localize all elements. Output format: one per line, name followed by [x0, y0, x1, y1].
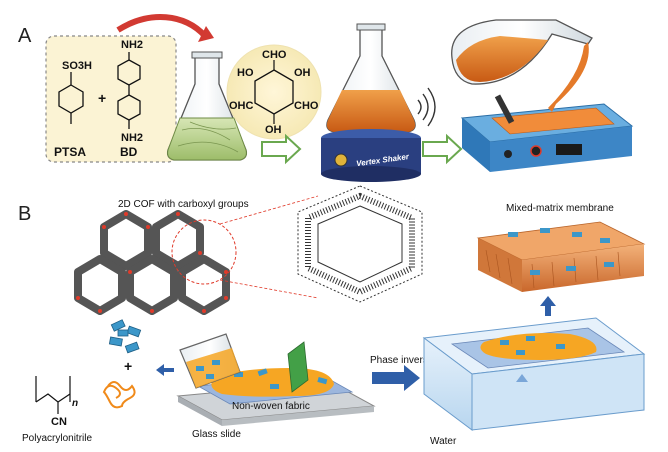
casting-device [460, 94, 634, 172]
transfer-arrow-head [198, 26, 214, 42]
blue-arrow-to-cast [156, 364, 174, 376]
aldehyde-oh-bottom: OH [265, 124, 282, 136]
cof-pore-structure [297, 185, 423, 303]
aldehyde-ho-left: HO [237, 67, 254, 79]
cof-lattice-dots [76, 212, 228, 313]
ptsa-label: PTSA [54, 145, 86, 159]
vortex-shaker: Vertex Shaker [321, 23, 421, 182]
mixing-beaker [179, 333, 241, 389]
polymer-coil [102, 381, 136, 409]
water-label: Water [430, 436, 457, 447]
mixed-matrix-membrane [476, 221, 646, 292]
aldehyde-oh-right: OH [294, 67, 311, 79]
vibration-waves [417, 87, 436, 127]
phase-inversion-arrow [372, 365, 420, 391]
reagent-box: SO3H + NH2 NH2 PTSA BD [45, 35, 177, 163]
green-arrow-2 [422, 133, 463, 165]
pan-label: Polyacrylonitrile [22, 433, 92, 444]
membrane-label: Mixed-matrix membrane [506, 203, 614, 214]
cof-lattice [74, 210, 230, 315]
panel-a-label: A [18, 25, 32, 47]
phase-inversion-label: Phase inversion [370, 355, 441, 366]
aldehyde-cho-right: CHO [294, 100, 319, 112]
reagent-plus: + [98, 90, 106, 106]
mix-plus: + [124, 358, 132, 374]
aldehyde-ohc-left: OHC [229, 100, 254, 112]
zoom-line-top [219, 195, 319, 225]
amine-bottom-label: NH2 [121, 132, 143, 144]
amine-top-label: NH2 [121, 39, 143, 51]
pan-structure [35, 376, 71, 414]
aldehyde-monomer [226, 44, 322, 140]
cof-label: 2D COF with carboxyl groups [118, 199, 249, 210]
bd-structure [117, 52, 141, 129]
blue-arrow-up [540, 296, 556, 316]
pouring-flask [451, 19, 593, 112]
ptsa-structure [58, 72, 84, 124]
casting-setup [176, 341, 376, 426]
pan-cn-label: CN [51, 416, 67, 428]
glass-label: Glass slide [192, 429, 241, 440]
sulfonic-group-label: SO3H [62, 60, 92, 72]
aldehyde-cho-top: CHO [262, 49, 287, 61]
cof-crystals [108, 319, 142, 354]
panel-b-label: B [18, 203, 31, 225]
pan-subscript: n [72, 398, 78, 409]
green-arrow-1 [261, 133, 302, 165]
zoom-circle [171, 219, 237, 285]
bd-label: BD [120, 145, 138, 159]
reaction-flask [166, 51, 248, 161]
fabric-label: Non-woven fabric [232, 401, 310, 412]
transfer-arrow [116, 14, 208, 39]
water-bath [422, 317, 646, 431]
zoom-line-bottom [219, 279, 319, 299]
